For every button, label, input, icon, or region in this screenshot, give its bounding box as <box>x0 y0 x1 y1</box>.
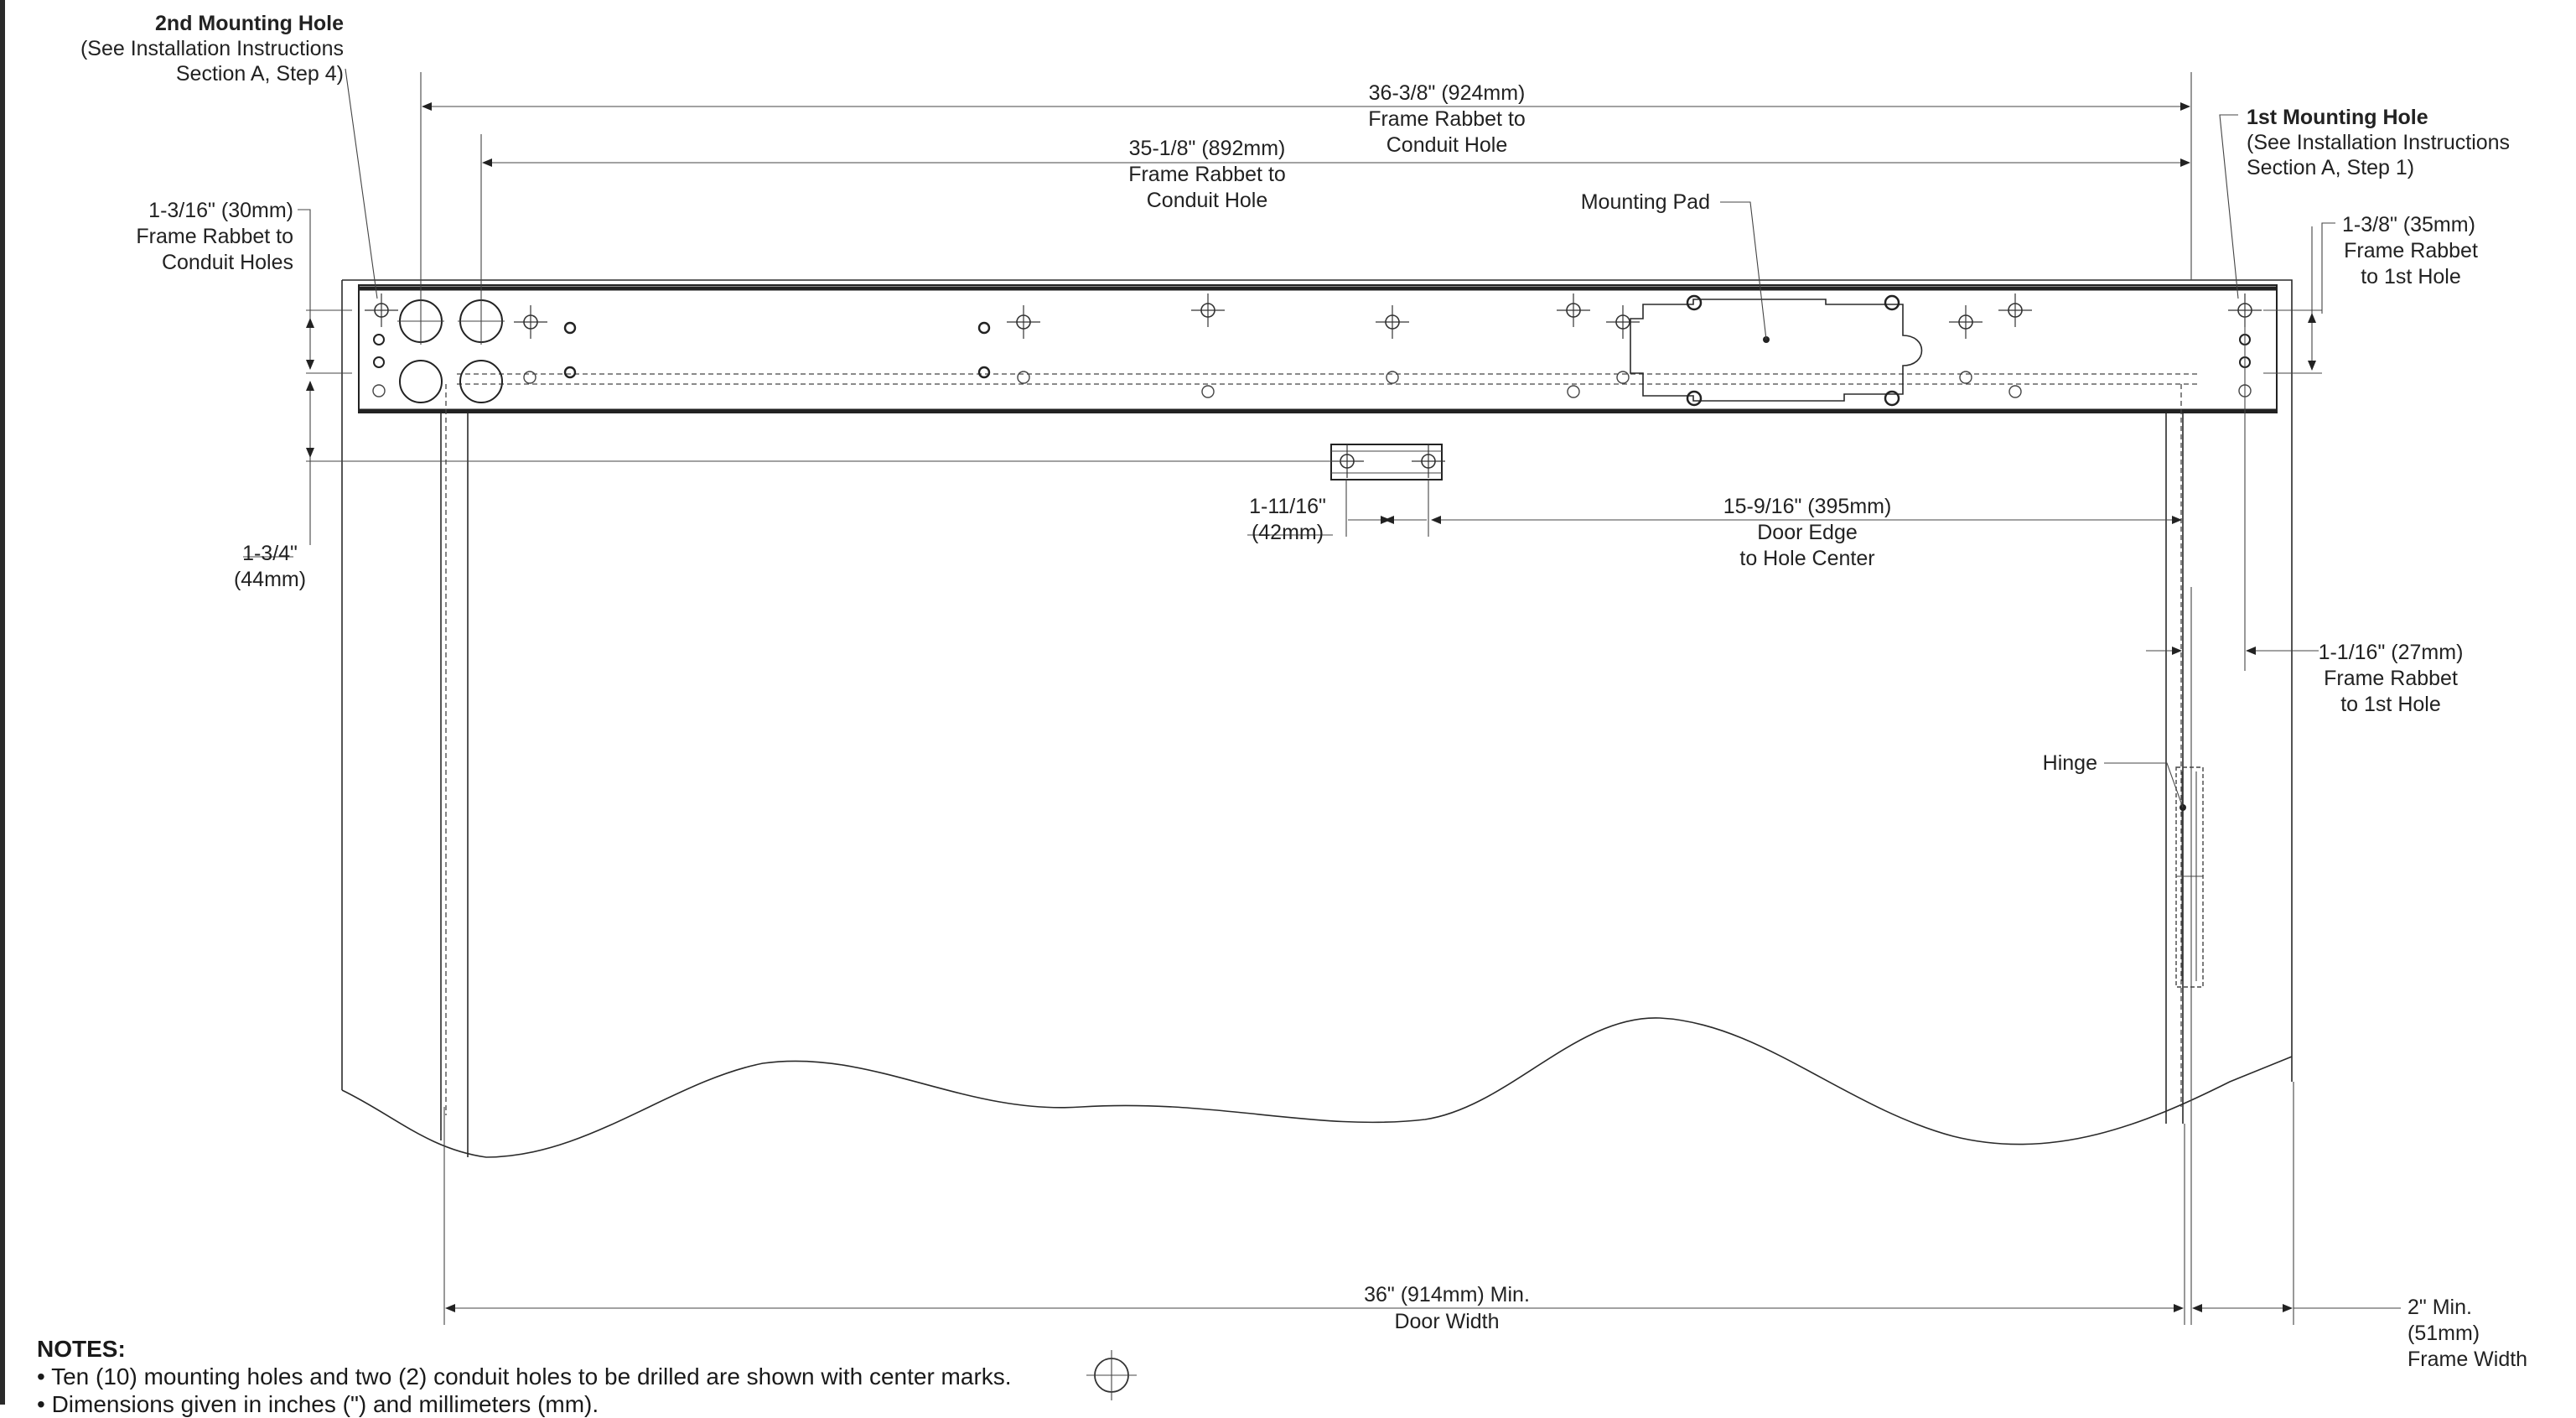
hinge-label: Hinge <box>2043 751 2097 775</box>
dim-914-line1: 36" (914mm) Min. <box>1364 1283 1530 1306</box>
dim-30-line3: Conduit Holes <box>162 251 293 274</box>
leader-lines <box>243 68 2335 808</box>
dim-30-line1: 1-3/16" (30mm) <box>148 199 293 222</box>
dim-35-line1: 1-3/8" (35mm) <box>2342 213 2475 236</box>
dim-924-line2: Frame Rabbet to <box>1368 107 1526 131</box>
dimension-27mm-label: 1-1/16" (27mm) Frame Rabbet to 1st Hole <box>2319 641 2464 716</box>
notes-section: NOTES: • Ten (10) mounting holes and two… <box>37 1335 1294 1418</box>
dim-51-line2: (51mm) <box>2408 1322 2480 1345</box>
door-frame-outline <box>341 279 2293 1158</box>
page-left-border <box>0 0 5 1405</box>
callout-1st-mounting-hole: 1st Mounting Hole (See Installation Inst… <box>2247 106 2510 179</box>
center-mark-icon <box>1086 1350 1137 1400</box>
dim-35-line3: to 1st Hole <box>2361 265 2461 288</box>
dim-27-line3: to 1st Hole <box>2340 693 2441 716</box>
dimension-51mm-label: 2" Min. (51mm) Frame Width <box>2408 1296 2527 1371</box>
mounting-pad-label: Mounting Pad <box>1581 190 1710 214</box>
note-item-1: • Ten (10) mounting holes and two (2) co… <box>37 1363 1012 1389</box>
callout-2nd-mounting-hole: 2nd Mounting Hole (See Installation Inst… <box>80 12 344 86</box>
latch-block <box>1329 444 1446 480</box>
dimension-42mm-label: 1-11/16" (42mm) <box>1249 495 1326 544</box>
dimension-914mm-label: 36" (914mm) Min. Door Width <box>1364 1283 1530 1333</box>
dimension-30mm-label: 1-3/16" (30mm) Frame Rabbet to Conduit H… <box>136 199 293 274</box>
dim-892-line1: 35-1/8" (892mm) <box>1129 137 1286 160</box>
notes-title: NOTES: <box>37 1336 126 1362</box>
hole1-title: 1st Mounting Hole <box>2247 106 2428 129</box>
dim-30-line2: Frame Rabbet to <box>136 225 293 248</box>
dim-395-line3: to Hole Center <box>1739 547 1874 570</box>
dimension-35mm-label: 1-3/8" (35mm) Frame Rabbet to 1st Hole <box>2342 213 2478 288</box>
mounting-plate <box>358 284 2278 1115</box>
hole2-line1: (See Installation Instructions <box>80 37 344 60</box>
dim-44-line1: 1-3/4" <box>242 542 298 565</box>
dimension-892mm-label: 35-1/8" (892mm) Frame Rabbet to Conduit … <box>1128 137 1286 212</box>
dim-924-line1: 36-3/8" (924mm) <box>1369 81 1526 105</box>
dim-395-line1: 15-9/16" (395mm) <box>1723 495 1892 518</box>
dim-914-line2: Door Width <box>1394 1310 1499 1333</box>
dim-51-line1: 2" Min. <box>2408 1296 2472 1319</box>
dim-35-line2: Frame Rabbet <box>2344 239 2478 262</box>
mounting-holes <box>364 293 2262 398</box>
hole1-line1: (See Installation Instructions <box>2247 131 2510 154</box>
hole2-line2: Section A, Step 4) <box>176 62 344 86</box>
dim-42-line1: 1-11/16" <box>1249 495 1326 518</box>
dim-892-line2: Frame Rabbet to <box>1128 163 1286 186</box>
dim-924-line3: Conduit Hole <box>1386 133 1508 157</box>
dimension-924mm-label: 36-3/8" (924mm) Frame Rabbet to Conduit … <box>1368 81 1526 157</box>
hole2-title: 2nd Mounting Hole <box>155 12 344 35</box>
conduit-holes <box>397 298 505 403</box>
dim-27-line2: Frame Rabbet <box>2324 667 2458 690</box>
dim-44-line2: (44mm) <box>234 568 306 591</box>
dim-27-line1: 1-1/16" (27mm) <box>2319 641 2464 664</box>
dimension-lines <box>306 102 2401 1312</box>
extension-lines <box>306 72 2322 1325</box>
dim-42-line2: (42mm) <box>1252 521 1324 544</box>
dim-395-line2: Door Edge <box>1757 521 1858 544</box>
dim-892-line3: Conduit Hole <box>1147 189 1268 212</box>
mounting-pad-outline <box>1630 294 1923 407</box>
dimension-44mm-label: 1-3/4" (44mm) <box>234 542 306 591</box>
dimension-395mm-label: 15-9/16" (395mm) Door Edge to Hole Cente… <box>1723 495 1892 570</box>
dim-51-line3: Frame Width <box>2408 1348 2527 1371</box>
hole1-line2: Section A, Step 1) <box>2247 156 2414 179</box>
